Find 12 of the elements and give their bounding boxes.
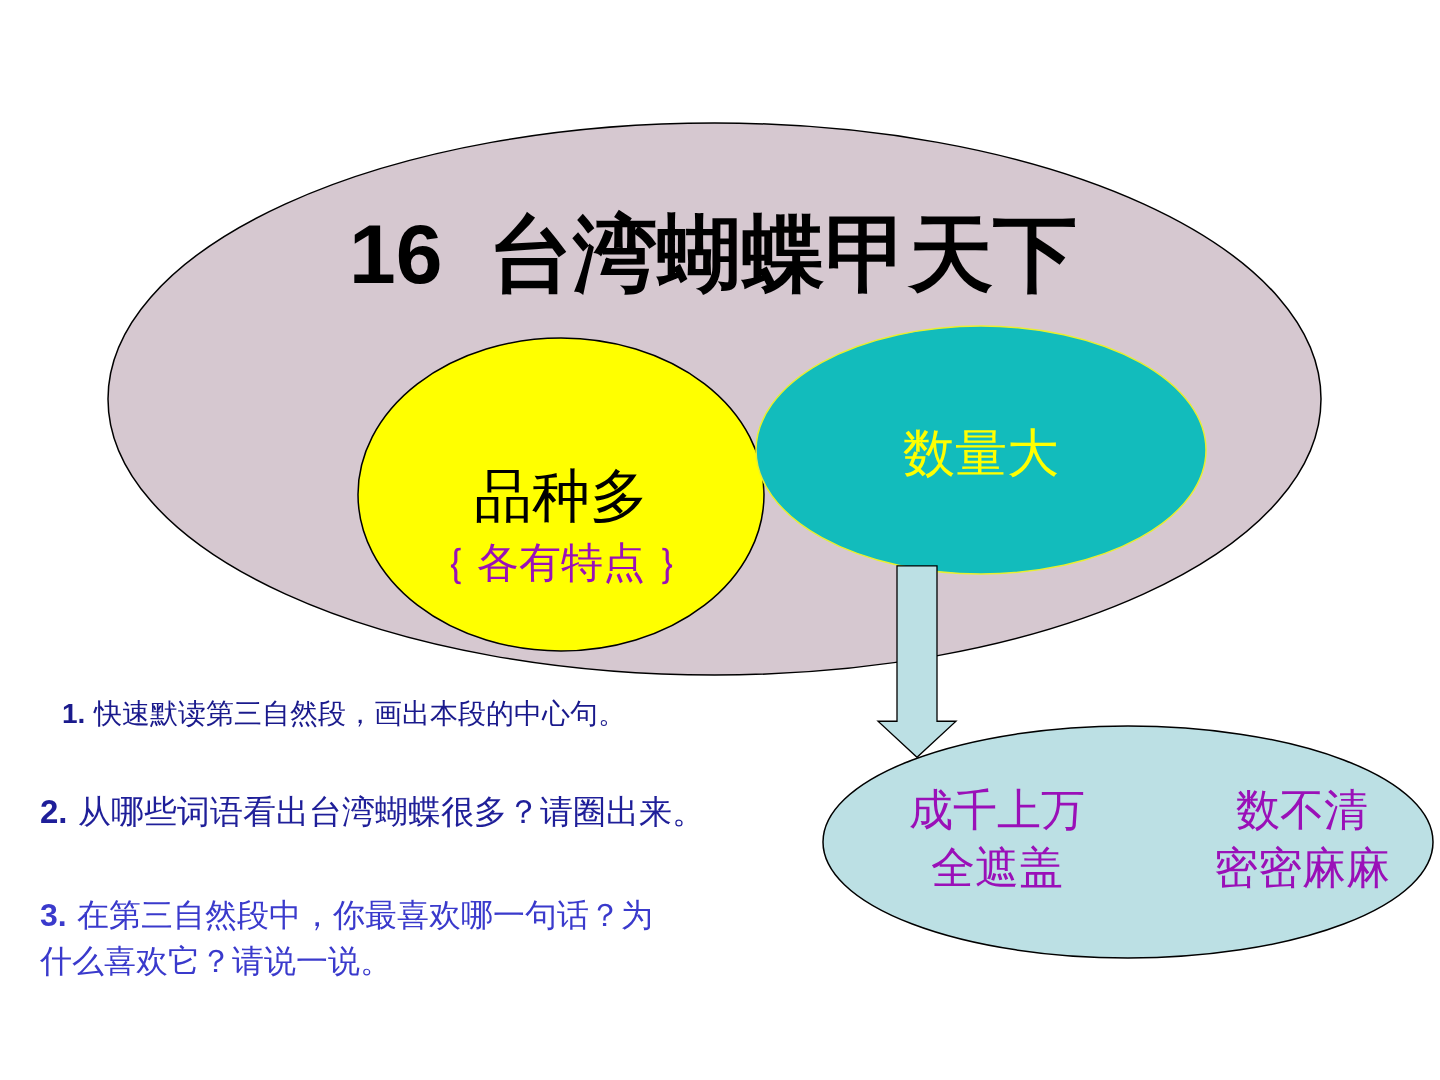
oval-label: 密密麻麻	[1214, 845, 1390, 894]
oval-label: 品种多	[474, 465, 648, 529]
oval-label: ｛ 各有特点 ｝	[424, 540, 698, 587]
block-arrow	[876, 565, 958, 759]
question-text: 2. 从哪些词语看出台湾蝴蝶很多？请圈出来。	[40, 791, 706, 833]
oval-label: 数不清	[1236, 787, 1368, 836]
oval-label: 数量大	[903, 425, 1059, 483]
title: 16 台湾蝴蝶甲天下	[348, 208, 1078, 301]
question-text: 1. 快速默读第三自然段，画出本段的中心句。	[62, 696, 627, 732]
oval-label: 全遮盖	[931, 845, 1063, 894]
oval-label: 成千上万	[909, 787, 1085, 836]
question-text: 3. 在第三自然段中，你最喜欢哪一句话？为什么喜欢它？请说一说。	[40, 895, 654, 983]
